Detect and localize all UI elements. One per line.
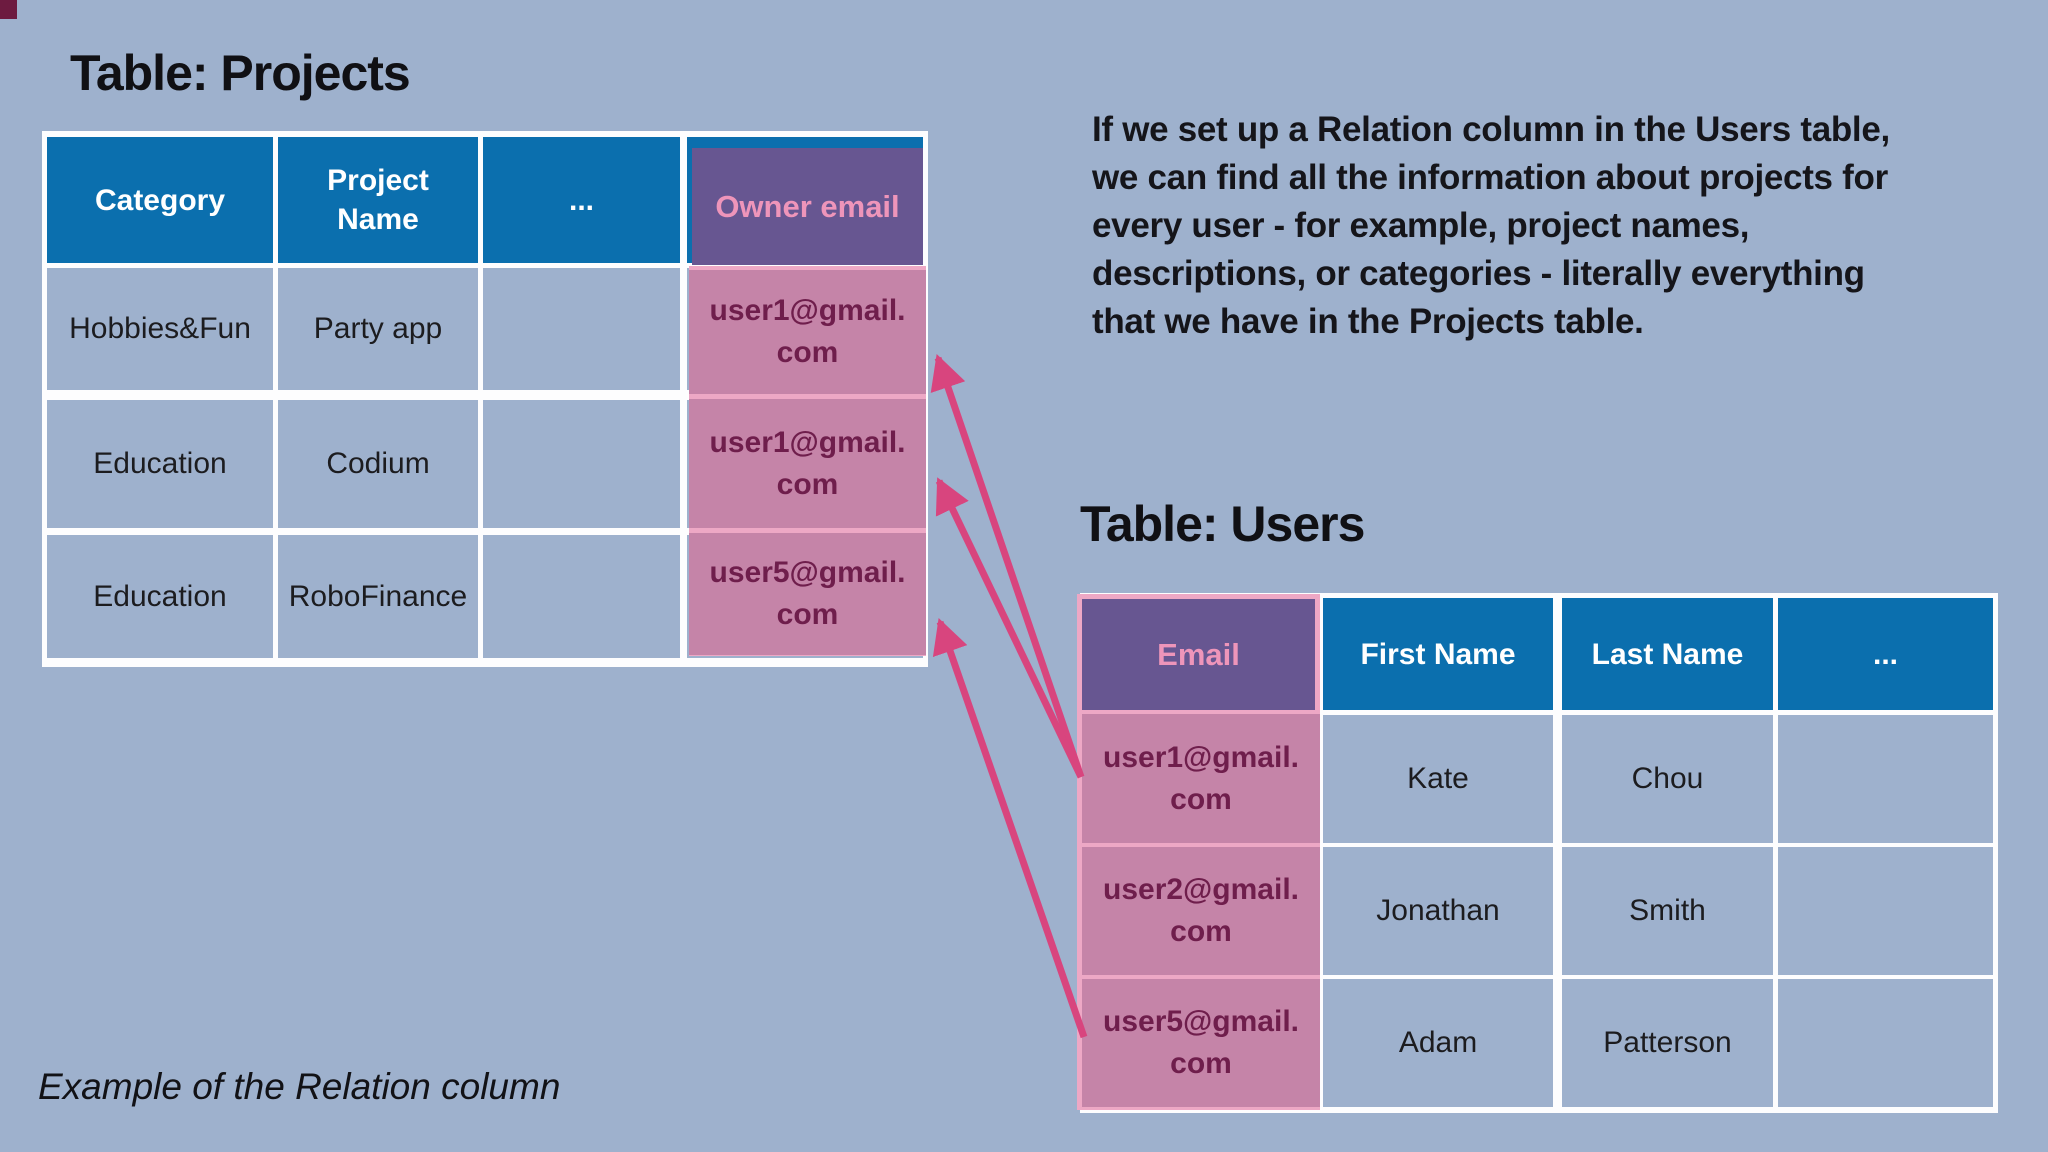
users-cell-first-name-1: Kate <box>1323 715 1553 843</box>
projects-header-category: Category <box>47 137 273 263</box>
users-cell-last-name-3: Patterson <box>1562 979 1773 1107</box>
projects-relation-header-owner-email: Owner email <box>692 148 923 265</box>
projects-cell-category-2: Education <box>47 400 273 528</box>
users-relation-cell-email-2: user2@gmail. com <box>1082 847 1320 975</box>
users-cell-last-name-2: Smith <box>1562 847 1773 975</box>
users-header-last-name: Last Name <box>1562 598 1773 710</box>
users-cell-ellipsis-3 <box>1778 979 1993 1107</box>
corner-mark <box>0 0 17 19</box>
projects-cell-project-name-1: Party app <box>278 268 478 390</box>
projects-relation-cell-owner-email-2: user1@gmail. com <box>689 399 926 528</box>
users-relation-cell-email-3: user5@gmail. com <box>1082 979 1320 1107</box>
users-cell-first-name-2: Jonathan <box>1323 847 1553 975</box>
users-cell-last-name-1: Chou <box>1562 715 1773 843</box>
projects-relation-cell-owner-email-1: user1@gmail. com <box>689 270 926 394</box>
users-relation-header-email: Email <box>1082 599 1315 710</box>
caption-example-relation-column: Example of the Relation column <box>38 1066 561 1107</box>
relation-arrow-user1-party-app <box>930 354 1085 779</box>
projects-cell-ellipsis-3 <box>483 535 680 658</box>
users-cell-ellipsis-2 <box>1778 847 1993 975</box>
projects-cell-project-name-2: Codium <box>278 400 478 528</box>
relation-arrow-user5-robofinance <box>932 618 1088 1039</box>
relation-arrow-user1-codium <box>935 477 1085 779</box>
users-cell-first-name-3: Adam <box>1323 979 1553 1107</box>
users-table-title: Table: Users <box>1080 496 1365 552</box>
projects-relation-cell-owner-email-3: user5@gmail. com <box>689 533 926 655</box>
projects-cell-ellipsis-2 <box>483 400 680 528</box>
projects-cell-project-name-3: RoboFinance <box>278 535 478 658</box>
users-relation-cell-email-1: user1@gmail. com <box>1082 714 1320 843</box>
projects-cell-category-1: Hobbies&Fun <box>47 268 273 390</box>
users-cell-ellipsis-1 <box>1778 715 1993 843</box>
projects-table-title: Table: Projects <box>70 45 411 101</box>
users-header-ellipsis: ... <box>1778 598 1993 710</box>
projects-header-ellipsis: ... <box>483 137 680 263</box>
users-header-first-name: First Name <box>1323 598 1553 710</box>
projects-header-project-name: Project Name <box>278 137 478 263</box>
projects-cell-category-3: Education <box>47 535 273 658</box>
projects-cell-ellipsis-1 <box>483 268 680 390</box>
annotation-paragraph: If we set up a Relation column in the Us… <box>1092 110 1890 341</box>
